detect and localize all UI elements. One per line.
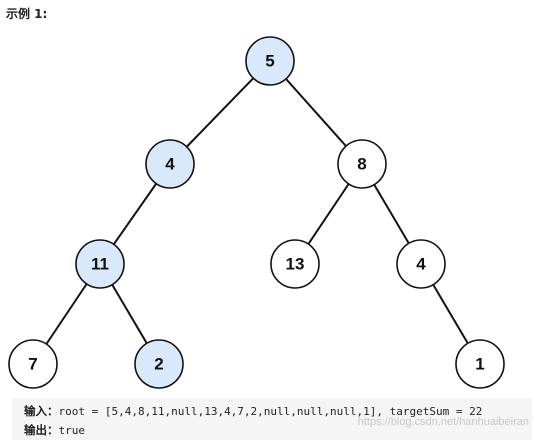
tree-node-circle	[270, 239, 320, 289]
tree-node-value: 2	[154, 355, 163, 374]
tree-node-n4: 4	[145, 139, 195, 189]
tree-node-n11: 11	[75, 239, 125, 289]
tree-node-value: 1	[475, 355, 484, 374]
tree-node-n8: 8	[337, 139, 387, 189]
input-line: 输入：root = [5,4,8,11,null,13,4,7,2,null,n…	[24, 402, 520, 421]
tree-node-value: 13	[286, 255, 305, 274]
tree-node-n7: 7	[8, 339, 58, 389]
io-example-box: 输入：root = [5,4,8,11,null,13,4,7,2,null,n…	[12, 398, 532, 440]
tree-node-value: 11	[91, 255, 109, 274]
tree-node-value: 7	[28, 355, 37, 374]
tree-node-n5: 5	[245, 36, 295, 86]
tree-node-value: 4	[165, 155, 175, 174]
output-line: 输出：true	[24, 421, 520, 440]
tree-node-n2: 2	[134, 339, 184, 389]
tree-node-circle	[396, 239, 446, 289]
tree-node-n1: 1	[455, 339, 505, 389]
watermark-text: https://blog.csdn.net/hanhuaibeiran	[357, 416, 529, 428]
tree-node-circle	[8, 339, 58, 389]
input-label: 输入：	[24, 404, 59, 418]
tree-node-value: 5	[265, 52, 274, 71]
tree-node-circle	[145, 139, 195, 189]
tree-node-n13: 13	[270, 239, 320, 289]
tree-node-circle	[134, 339, 184, 389]
tree-node-circle	[75, 239, 125, 289]
tree-node-value: 4	[416, 255, 426, 274]
tree-node-circle	[455, 339, 505, 389]
tree-node-value: 8	[357, 155, 366, 174]
tree-node-n4b: 4	[396, 239, 446, 289]
example-heading: 示例 1:	[6, 7, 48, 21]
output-value: true	[58, 424, 86, 437]
binary-tree-diagram: 5 4 8 11 13 4 7 2 1	[8, 36, 505, 389]
input-value: root = [5,4,8,11,null,13,4,7,2,null,null…	[58, 405, 483, 418]
tree-node-circle	[337, 139, 387, 189]
tree-node-circle	[245, 36, 295, 86]
output-label: 输出：	[24, 423, 59, 437]
